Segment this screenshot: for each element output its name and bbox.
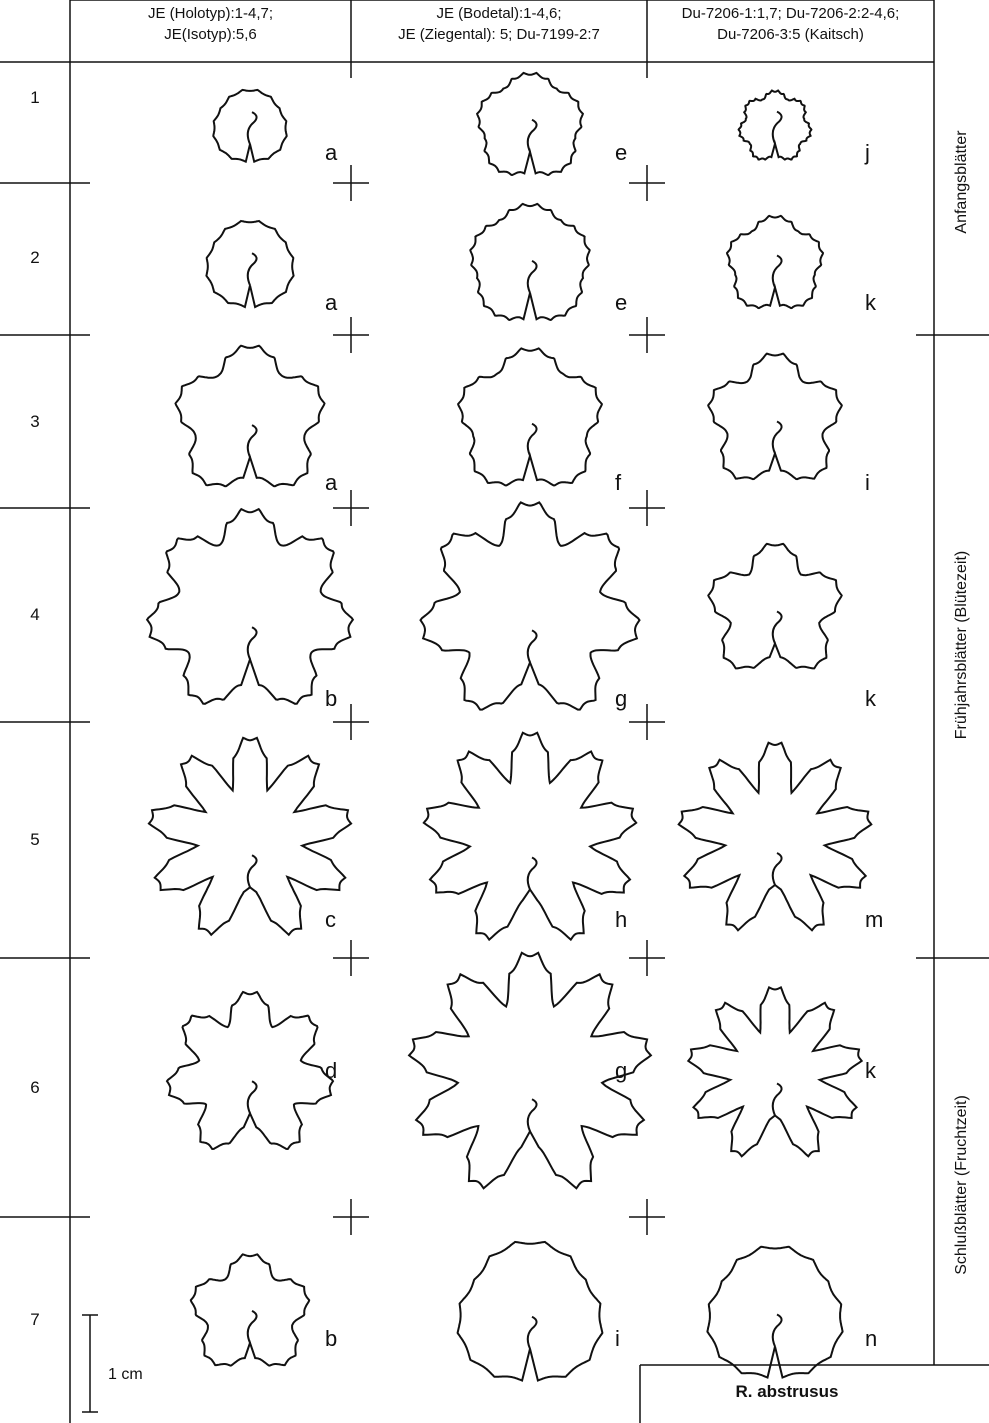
petiole-mark-r6-c1 — [248, 1081, 257, 1113]
petiole-mark-r5-c3 — [773, 853, 782, 885]
species-name: R. abstrusus — [640, 1382, 934, 1402]
leaf-outline-r4-c3 — [708, 544, 841, 669]
leaf-letter-r6-c2: g — [615, 1058, 627, 1084]
leaf-letter-r3-c1: a — [325, 470, 337, 496]
row-number-4: 4 — [0, 605, 70, 625]
petiole-mark-r7-c2 — [528, 1317, 537, 1349]
petiole-mark-r2-c3 — [773, 256, 782, 288]
leaf-letter-r1-c3: j — [865, 140, 870, 166]
leaf-letter-r4-c1: b — [325, 686, 337, 712]
side-label-fruehjahrsblaetter: Frühjahrsblätter (Blütezeit) — [953, 551, 971, 740]
petiole-mark-r7-c1 — [248, 1311, 257, 1343]
leaf-outline-r7-c1 — [191, 1254, 309, 1365]
row-number-7: 7 — [0, 1310, 70, 1330]
row-number-1: 1 — [0, 88, 70, 108]
petiole-mark-r3-c3 — [773, 422, 782, 454]
petiole-mark-r4-c2 — [528, 630, 537, 662]
column-header-2: JE (Bodetal):1-4,6; JE (Ziegental): 5; D… — [351, 3, 647, 45]
petiole-mark-r2-c2 — [528, 261, 537, 293]
leaf-letter-r4-c3: k — [865, 686, 876, 712]
petiole-mark-r1-c3 — [773, 112, 782, 144]
petiole-mark-r6-c3 — [773, 1084, 782, 1116]
petiole-mark-r1-c2 — [528, 120, 537, 152]
leaf-outline-r6-c3 — [688, 987, 861, 1156]
petiole-mark-r3-c2 — [528, 424, 537, 456]
petiole-mark-r6-c2 — [528, 1099, 537, 1131]
leaf-letter-r6-c3: k — [865, 1058, 876, 1084]
leaf-outline-r3-c3 — [708, 354, 842, 480]
leaf-letter-r3-c2: f — [615, 470, 621, 496]
scale-label: 1 cm — [108, 1366, 143, 1384]
side-label-schlussblaetter: Schlußblätter (Fruchtzeit) — [953, 1095, 971, 1275]
petiole-mark-r7-c3 — [773, 1315, 782, 1347]
leaf-letter-r5-c3: m — [865, 907, 883, 933]
leaf-outline-r5-c3 — [679, 743, 872, 931]
column-header-1: JE (Holotyp):1-4,7; JE(Isotyp):5,6 — [70, 3, 351, 45]
leaf-outline-r5-c2 — [424, 733, 636, 940]
petiole-mark-r5-c1 — [248, 855, 257, 887]
leaf-outline-r4-c1 — [147, 509, 353, 704]
leaf-letter-r3-c3: i — [865, 470, 870, 496]
petiole-mark-r4-c3 — [773, 612, 782, 644]
leaf-letter-r1-c2: e — [615, 140, 627, 166]
leaf-letter-r2-c3: k — [865, 290, 876, 316]
leaf-letter-r4-c2: g — [615, 686, 627, 712]
petiole-mark-r2-c1 — [248, 253, 257, 285]
leaf-outline-r4-c2 — [421, 502, 640, 709]
column-header-3: Du-7206-1:1,7; Du-7206-2:2-4,6; Du-7206-… — [647, 3, 934, 45]
row-number-5: 5 — [0, 830, 70, 850]
leaf-outline-r5-c1 — [149, 738, 351, 935]
leaf-outline-r1-c2 — [477, 73, 583, 175]
leaf-outline-r2-c3 — [727, 216, 823, 308]
petiole-mark-r3-c1 — [248, 425, 257, 457]
side-label-anfangsblaetter: Anfangsblätter — [953, 130, 971, 233]
petiole-mark-r5-c2 — [528, 858, 537, 890]
leaf-letter-r7-c1: b — [325, 1326, 337, 1352]
leaf-outline-r2-c1 — [206, 221, 293, 307]
row-number-3: 3 — [0, 412, 70, 432]
leaf-outline-r2-c2 — [470, 204, 589, 320]
leaf-outline-r3-c1 — [176, 346, 325, 487]
leaf-letter-r6-c1: d — [325, 1058, 337, 1084]
row-number-2: 2 — [0, 248, 70, 268]
petiole-mark-r1-c1 — [248, 112, 257, 144]
leaf-letter-r2-c2: e — [615, 290, 627, 316]
leaf-letter-r5-c2: h — [615, 907, 627, 933]
leaf-letter-r2-c1: a — [325, 290, 337, 316]
leaf-outline-r3-c2 — [458, 348, 602, 485]
row-number-6: 6 — [0, 1078, 70, 1098]
leaf-outline-r6-c1 — [167, 992, 333, 1149]
leaf-letter-r7-c2: i — [615, 1326, 620, 1352]
leaf-outline-r7-c2 — [458, 1242, 603, 1381]
leaf-letter-r1-c1: a — [325, 140, 337, 166]
leaf-outline-r7-c3 — [707, 1247, 842, 1378]
petiole-mark-r4-c1 — [248, 627, 257, 659]
leaf-letter-r7-c3: n — [865, 1326, 877, 1352]
leaf-letter-r5-c1: c — [325, 907, 336, 933]
